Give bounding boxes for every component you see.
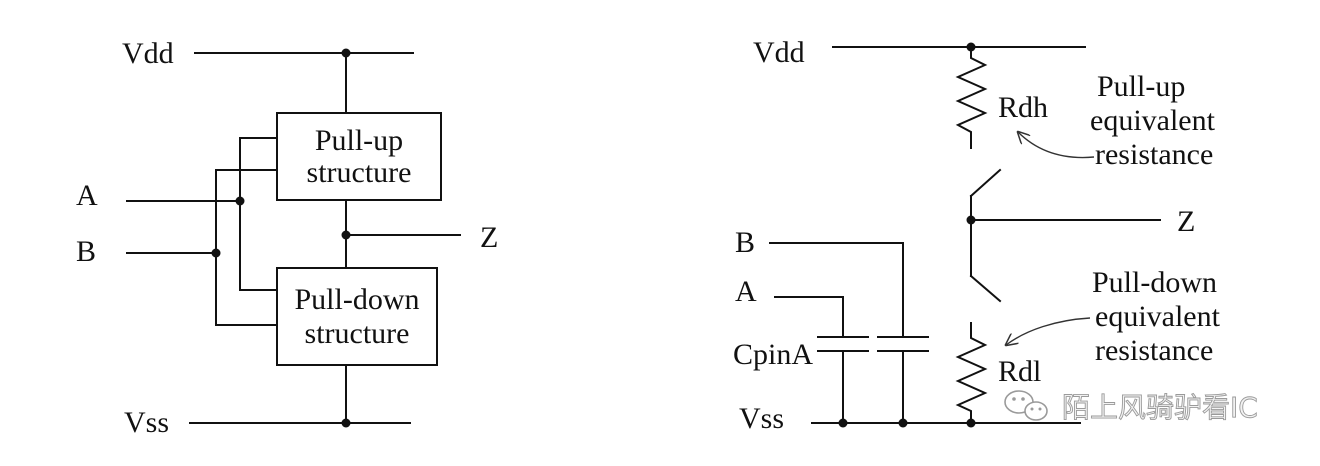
right-input-b-wire — [769, 242, 904, 338]
pull-down-box-title: Pull-down — [294, 283, 419, 316]
left-vss-label: Vss — [124, 406, 169, 439]
pull-down-switch — [969, 274, 1002, 303]
pull-down-annotation-arrow — [1006, 317, 1091, 345]
right-vss-label: Vss — [739, 402, 784, 435]
left-input-b-label: B — [76, 235, 96, 268]
pull-down-note-line-3: resistance — [1095, 334, 1213, 367]
left-circuit-diagram: Vdd Pull-up structure Z Pull-down struct… — [76, 37, 498, 439]
rdh-label: Rdh — [998, 91, 1048, 124]
cpina-label: CpinA — [733, 338, 813, 371]
pull-up-switch — [969, 168, 1002, 198]
left-output-z-label: Z — [480, 221, 498, 254]
wechat-icon — [1004, 390, 1048, 421]
pull-up-note-line-1: Pull-up — [1097, 70, 1185, 103]
pull-up-box-title: Pull-up — [315, 124, 403, 157]
right-output-z-label: Z — [1177, 205, 1195, 238]
right-input-a-label: A — [735, 275, 757, 308]
pull-down-note-line-2: equivalent — [1095, 300, 1221, 333]
right-vdd-label: Vdd — [753, 36, 805, 69]
pull-down-note-line-1: Pull-down — [1092, 266, 1217, 299]
left-input-a-label: A — [76, 179, 98, 212]
watermark-text: 陌上风骑驴看IC — [1062, 391, 1258, 424]
pull-down-resistor-rdl — [955, 322, 988, 424]
pull-down-structure-box — [276, 267, 438, 366]
right-circuit-diagram: Vdd Rdh Z Rdl Vss B A Cpi — [733, 36, 1221, 435]
watermark: 陌上风骑驴看IC — [1004, 390, 1258, 424]
pull-up-note-line-2: equivalent — [1090, 104, 1216, 137]
pull-up-resistor-rdh — [955, 46, 988, 149]
pull-up-annotation-arrow — [1018, 132, 1095, 159]
left-vss-junction-dot — [341, 418, 351, 428]
pull-down-box-subtitle: structure — [305, 317, 410, 350]
pull-up-annotation: Pull-up equivalent resistance — [1018, 70, 1216, 171]
pull-up-note-line-3: resistance — [1095, 138, 1213, 171]
pull-up-box-subtitle: structure — [307, 156, 412, 189]
rdl-ground-dot — [966, 418, 976, 428]
rdl-label: Rdl — [998, 355, 1041, 388]
right-input-a-wire — [774, 296, 844, 338]
left-vdd-label: Vdd — [122, 37, 174, 70]
pull-up-structure-box — [276, 112, 442, 201]
pull-down-annotation: Pull-down equivalent resistance — [1006, 266, 1221, 367]
right-input-b-label: B — [735, 226, 755, 259]
